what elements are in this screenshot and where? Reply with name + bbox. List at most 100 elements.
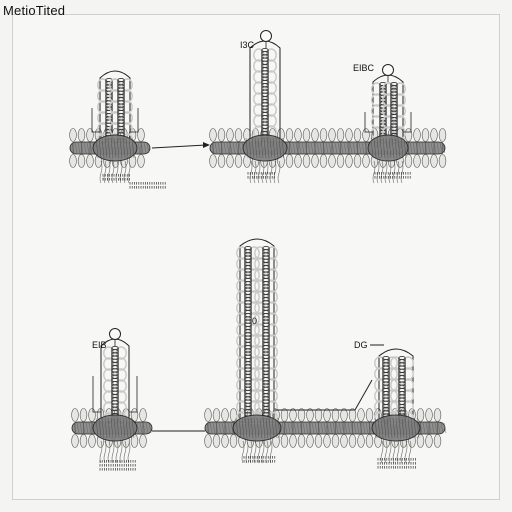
- helix-rung: [112, 372, 118, 375]
- helix-rung: [245, 285, 251, 288]
- arrow-top-head: [203, 142, 210, 148]
- helix-rung: [262, 80, 268, 83]
- helix-rung: [263, 307, 269, 310]
- helix-rung: [106, 104, 112, 107]
- lipid-head: [346, 155, 353, 168]
- lipid-head: [298, 435, 305, 448]
- helix-rung: [245, 317, 251, 320]
- lipid-head: [358, 435, 365, 448]
- lipid-head: [286, 155, 293, 168]
- lipid-head: [434, 409, 441, 422]
- lipid-head: [417, 435, 424, 448]
- lipid-head: [307, 435, 314, 448]
- lipid-head: [422, 155, 429, 168]
- protein-top-left-outline: [100, 71, 130, 138]
- helix-rung: [245, 278, 251, 281]
- helix-rung: [399, 395, 405, 398]
- helix-rung: [118, 107, 124, 110]
- helix-rung: [399, 363, 405, 366]
- lipid-head: [337, 155, 344, 168]
- scribble-bottom-left: [100, 460, 135, 471]
- helix-rung: [106, 126, 112, 129]
- lipid-head: [315, 435, 322, 448]
- helix-rung: [245, 323, 251, 326]
- lipid-head: [426, 409, 433, 422]
- helix-rung: [263, 394, 269, 397]
- protein-bottom-left-bracket-right: [129, 376, 137, 412]
- protein-bottom-left-bracket-left: [93, 376, 101, 412]
- lipid-head: [414, 155, 421, 168]
- helix-rung: [262, 52, 268, 55]
- lipid-head: [222, 435, 229, 448]
- helix-rung: [262, 87, 268, 90]
- lipid-head: [295, 155, 302, 168]
- connector-bottom-l: [275, 380, 372, 410]
- helix-rung: [383, 356, 389, 359]
- helix-rung: [245, 371, 251, 374]
- lipid-head: [320, 155, 327, 168]
- lipid-head: [235, 155, 242, 168]
- helix-rung: [383, 395, 389, 398]
- label-bottom-left: EIB: [92, 340, 107, 350]
- lipid-head: [439, 129, 446, 142]
- helix-rung: [263, 317, 269, 320]
- label-top-middle: I3C: [240, 40, 254, 50]
- helix-rung: [112, 362, 118, 365]
- lipid-head: [363, 155, 370, 168]
- lipid-head: [281, 435, 288, 448]
- lipid-head: [72, 409, 79, 422]
- helix-rung: [263, 326, 269, 329]
- helix-rung: [245, 378, 251, 381]
- helix-rung: [245, 406, 251, 409]
- protein-top-middle-cap: [261, 31, 272, 42]
- lipid-head: [303, 155, 310, 168]
- lipid-head: [329, 155, 336, 168]
- arrow-top: [152, 142, 210, 148]
- helix-rung: [263, 400, 269, 403]
- lipid-head: [140, 409, 147, 422]
- helix-rung: [112, 346, 118, 349]
- helix-rung: [118, 126, 124, 129]
- helix-rung: [245, 330, 251, 333]
- helix-rung: [245, 272, 251, 275]
- lipid-head: [235, 129, 242, 142]
- arrow-top-shaft: [152, 145, 206, 148]
- lipid-head: [286, 129, 293, 142]
- lipid-head: [70, 129, 77, 142]
- helix-rung: [383, 363, 389, 366]
- helix-rung: [245, 362, 251, 365]
- helix-rung: [263, 330, 269, 333]
- label-center: 0: [252, 316, 257, 326]
- helix-rung: [118, 104, 124, 107]
- helix-rung: [112, 350, 118, 353]
- helix-rung: [106, 117, 112, 120]
- tail-strand: [112, 441, 114, 463]
- lipid-head: [78, 129, 85, 142]
- lipid-head: [346, 129, 353, 142]
- lipid-head: [329, 129, 336, 142]
- helix-rung: [262, 96, 268, 99]
- lipid-head: [210, 129, 217, 142]
- lipid-head: [89, 435, 96, 448]
- scribble-bottom-right: [378, 458, 415, 469]
- helix-rung: [263, 246, 269, 249]
- helix-rung: [263, 374, 269, 377]
- lipid-head: [431, 155, 438, 168]
- helix-rung: [383, 388, 389, 391]
- helix-rung: [112, 353, 118, 356]
- helix-rung: [112, 378, 118, 381]
- helix-rung: [263, 253, 269, 256]
- lipid-head: [337, 129, 344, 142]
- helix-rung: [263, 362, 269, 365]
- helix-rung: [263, 262, 269, 265]
- helix-rung: [245, 275, 251, 278]
- label-top-right: EIBC: [353, 63, 374, 73]
- lipid-head: [366, 435, 373, 448]
- helix-rung: [112, 385, 118, 388]
- lipid-head: [341, 435, 348, 448]
- helix-rung: [245, 384, 251, 387]
- lipid-head: [205, 435, 212, 448]
- helix-rung: [262, 74, 268, 77]
- helix-rung: [262, 119, 268, 122]
- helix-rung: [245, 250, 251, 253]
